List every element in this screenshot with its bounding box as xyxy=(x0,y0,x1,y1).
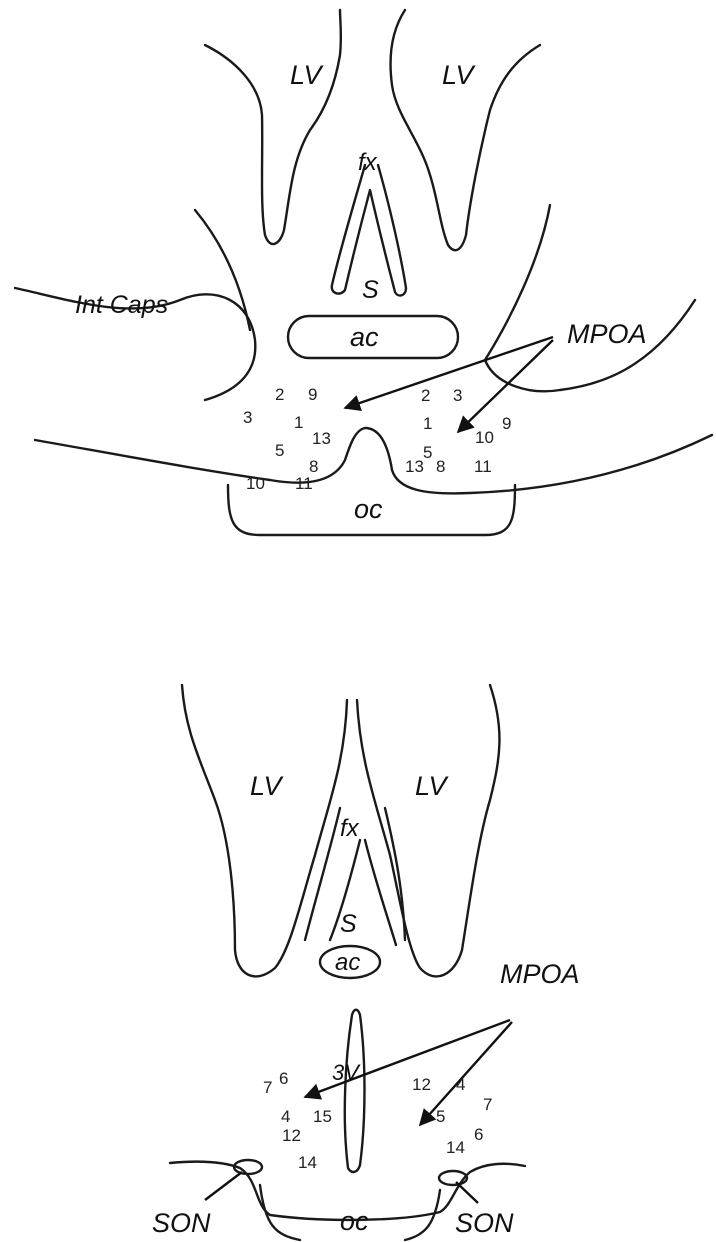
site-number: 3 xyxy=(243,408,252,427)
site-number: 12 xyxy=(412,1075,431,1094)
site-number: 10 xyxy=(246,474,265,493)
site-number: 3 xyxy=(453,386,462,405)
site-number: 7 xyxy=(483,1095,492,1114)
site-number: 12 xyxy=(282,1126,301,1145)
son-right-pointer xyxy=(456,1182,478,1203)
site-number: 9 xyxy=(308,385,317,404)
anterior-commissure-label: ac xyxy=(335,949,360,976)
lateral-ventricle-left-outline xyxy=(205,10,341,244)
site-number: 8 xyxy=(436,457,445,476)
site-number: 6 xyxy=(279,1069,288,1088)
site-number: 14 xyxy=(446,1138,465,1157)
optic-chiasm-label: oc xyxy=(354,494,383,524)
site-number: 5 xyxy=(423,443,432,462)
optic-chiasm-label: oc xyxy=(340,1206,369,1236)
site-number: 15 xyxy=(313,1107,332,1126)
site-number: 11 xyxy=(474,457,492,476)
top-section: LV LV fx S ac Int Caps MPOA oc 2 9 3 1 1… xyxy=(15,10,712,535)
anterior-commissure-label: ac xyxy=(350,322,379,352)
site-number: 7 xyxy=(263,1078,272,1097)
site-number: 1 xyxy=(423,414,432,433)
third-ventricle-outline xyxy=(345,1010,365,1172)
lateral-ventricle-left-outline xyxy=(182,685,347,976)
site-number: 6 xyxy=(474,1125,483,1144)
son-right-outline xyxy=(439,1171,467,1185)
lateral-ventricle-right-outline xyxy=(357,685,499,976)
lateral-ventricle-right-outline xyxy=(391,10,540,250)
site-number: 13 xyxy=(312,429,331,448)
fornix-label: fx xyxy=(358,149,378,176)
third-ventricle-label: 3V xyxy=(332,1060,361,1085)
site-number: 13 xyxy=(405,457,424,476)
site-number: 11 xyxy=(295,474,313,493)
site-number: 5 xyxy=(275,441,284,460)
internal-capsule-label: Int Caps xyxy=(75,291,168,319)
site-number: 4 xyxy=(281,1107,290,1126)
lv-right-label: LV xyxy=(442,60,477,90)
son-right-label: SON xyxy=(455,1208,514,1238)
internal-capsule-left-inner-outline xyxy=(195,210,250,330)
site-number: 2 xyxy=(421,386,430,405)
mpoa-label: MPOA xyxy=(567,319,647,349)
mpoa-label: MPOA xyxy=(500,959,580,989)
son-left-pointer xyxy=(205,1172,242,1200)
site-number: 1 xyxy=(294,413,303,432)
lv-left-label: LV xyxy=(250,771,285,801)
site-number: 4 xyxy=(456,1075,465,1094)
internal-capsule-right-outline xyxy=(485,205,695,391)
fornix-label: fx xyxy=(340,815,360,842)
site-number: 14 xyxy=(298,1153,317,1172)
septum-label: S xyxy=(362,276,379,304)
site-numbers-left: 2 9 3 1 13 5 8 10 11 xyxy=(243,385,331,493)
site-numbers-left: 7 6 4 15 12 14 xyxy=(263,1069,332,1172)
bottom-section: LV LV fx S ac MPOA 3V SON SON oc 7 6 4 1… xyxy=(152,685,580,1240)
site-number: 10 xyxy=(475,428,494,447)
site-number: 5 xyxy=(436,1107,445,1126)
lv-left-label: LV xyxy=(290,60,325,90)
site-number: 2 xyxy=(275,385,284,404)
site-number: 9 xyxy=(502,414,511,433)
hypothalamus-base-outline xyxy=(35,428,712,493)
lv-right-label: LV xyxy=(415,771,450,801)
septum-label: S xyxy=(340,910,357,938)
son-left-label: SON xyxy=(152,1208,211,1238)
